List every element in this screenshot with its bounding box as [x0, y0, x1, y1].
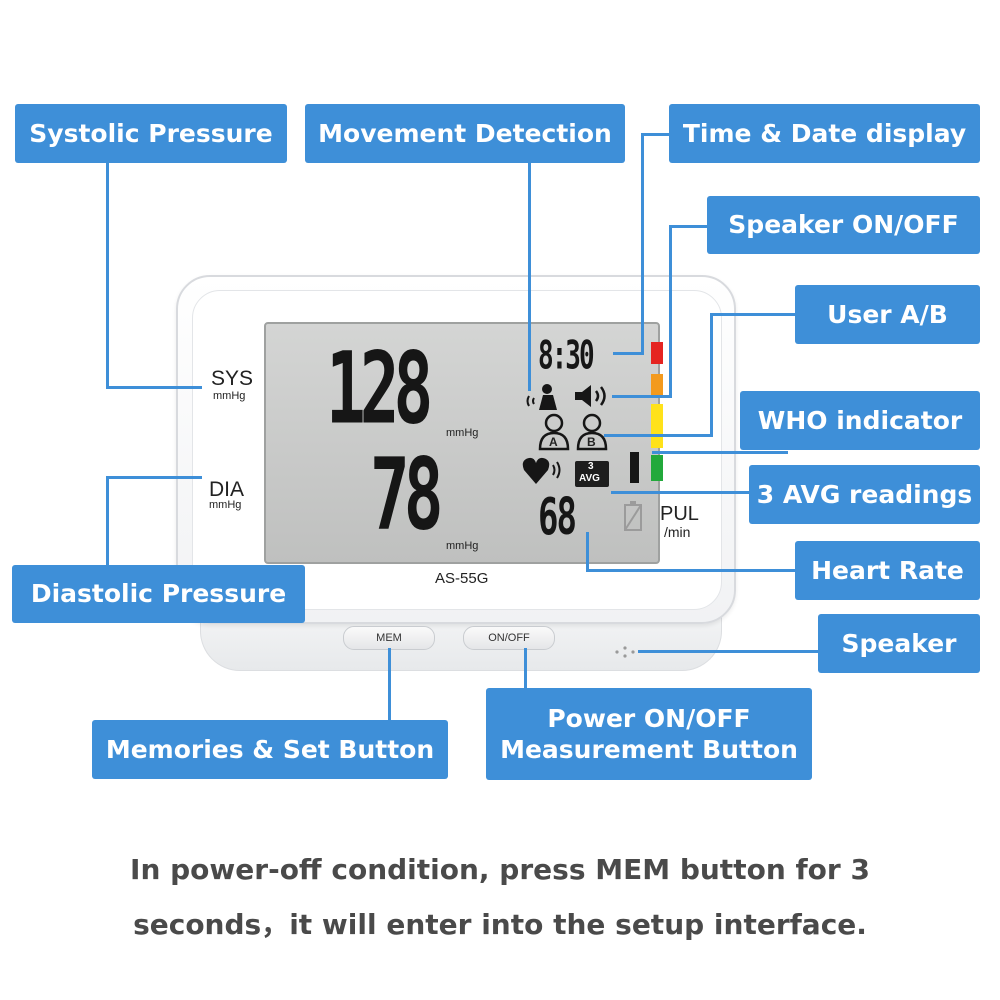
label-who-indicator: WHO indicator [740, 391, 980, 450]
pulse-value: 68 [538, 487, 577, 548]
diastolic-unit: mmHg [446, 540, 479, 552]
on-off-button[interactable]: ON/OFF [463, 626, 555, 650]
diastolic-value: 78 [370, 437, 444, 553]
connector-time [613, 352, 644, 355]
connector-time [641, 133, 671, 136]
user-b-letter: B [587, 435, 596, 449]
systolic-unit: mmHg [446, 427, 479, 439]
label-heart-rate: Heart Rate [795, 541, 980, 600]
mem-button[interactable]: MEM [343, 626, 435, 650]
connector-heart-rate [586, 532, 589, 572]
avg-badge-text: AVG [579, 473, 600, 484]
connector-movement [528, 163, 531, 391]
who-bar-orange [651, 374, 663, 396]
connector-avg [611, 491, 751, 494]
connector-memories [388, 648, 391, 722]
label-systolic-pressure: Systolic Pressure [15, 104, 287, 163]
connector-user [710, 313, 796, 316]
who-bar-light-yellow [651, 426, 663, 448]
who-bar-red [651, 342, 663, 364]
label-user-ab: User A/B [795, 285, 980, 344]
systolic-value: 128 [326, 331, 433, 447]
pul-label: PUL [660, 503, 699, 525]
connector-speaker-onoff [669, 225, 672, 397]
speaker-grille-icon [615, 646, 635, 658]
power-label-line1: Power ON/OFF [547, 703, 751, 733]
connector-user [710, 313, 713, 437]
heart-icon [522, 457, 561, 484]
lcd-bar [630, 452, 639, 483]
connector-time [641, 133, 644, 354]
connector-speaker [638, 650, 819, 653]
speaker-icon [575, 385, 606, 407]
label-movement-detection: Movement Detection [305, 104, 625, 163]
time-display: 8:30 [538, 334, 595, 379]
label-time-date-display: Time & Date display [669, 104, 980, 163]
caption-line-2: seconds，it will enter into the setup int… [133, 908, 867, 941]
who-bar-yellow [651, 404, 663, 426]
user-b-icon [576, 413, 608, 451]
connector-diastolic [106, 476, 202, 479]
movement-icon [526, 384, 557, 410]
who-bar-green [651, 455, 663, 481]
label-speaker: Speaker [818, 614, 980, 673]
per-min-label: /min [664, 524, 691, 540]
connector-speaker-onoff [669, 225, 709, 228]
connector-user [604, 434, 713, 437]
connector-systolic [106, 386, 202, 389]
connector-systolic [106, 163, 109, 389]
avg-badge-count: 3 [588, 461, 594, 472]
lcd-screen [264, 322, 660, 564]
connector-power [524, 648, 527, 688]
avg-badge [575, 461, 609, 487]
connector-heart-rate [586, 569, 796, 572]
user-a-letter: A [549, 435, 558, 449]
battery-icon [624, 501, 642, 531]
label-speaker-onoff: Speaker ON/OFF [707, 196, 980, 254]
label-3-avg-readings: 3 AVG readings [749, 465, 980, 524]
dia-label: DIA [209, 478, 245, 501]
model-number: AS-55G [435, 570, 489, 587]
power-label-line2: Measurement Button [500, 735, 798, 764]
label-power-measurement-button: Power ON/OFF Measurement Button [486, 688, 812, 780]
connector-diastolic [106, 476, 109, 566]
connector-who [652, 451, 788, 454]
label-memories-set-button: Memories & Set Button [92, 720, 448, 779]
sys-unit: mmHg [213, 390, 246, 402]
sys-label: SYS [211, 367, 254, 390]
caption-line-1: In power-off condition, press MEM button… [130, 853, 870, 886]
label-diastolic-pressure: Diastolic Pressure [12, 565, 305, 623]
connector-speaker-onoff [612, 395, 672, 398]
user-a-icon [538, 413, 570, 451]
dia-unit: mmHg [209, 499, 242, 511]
